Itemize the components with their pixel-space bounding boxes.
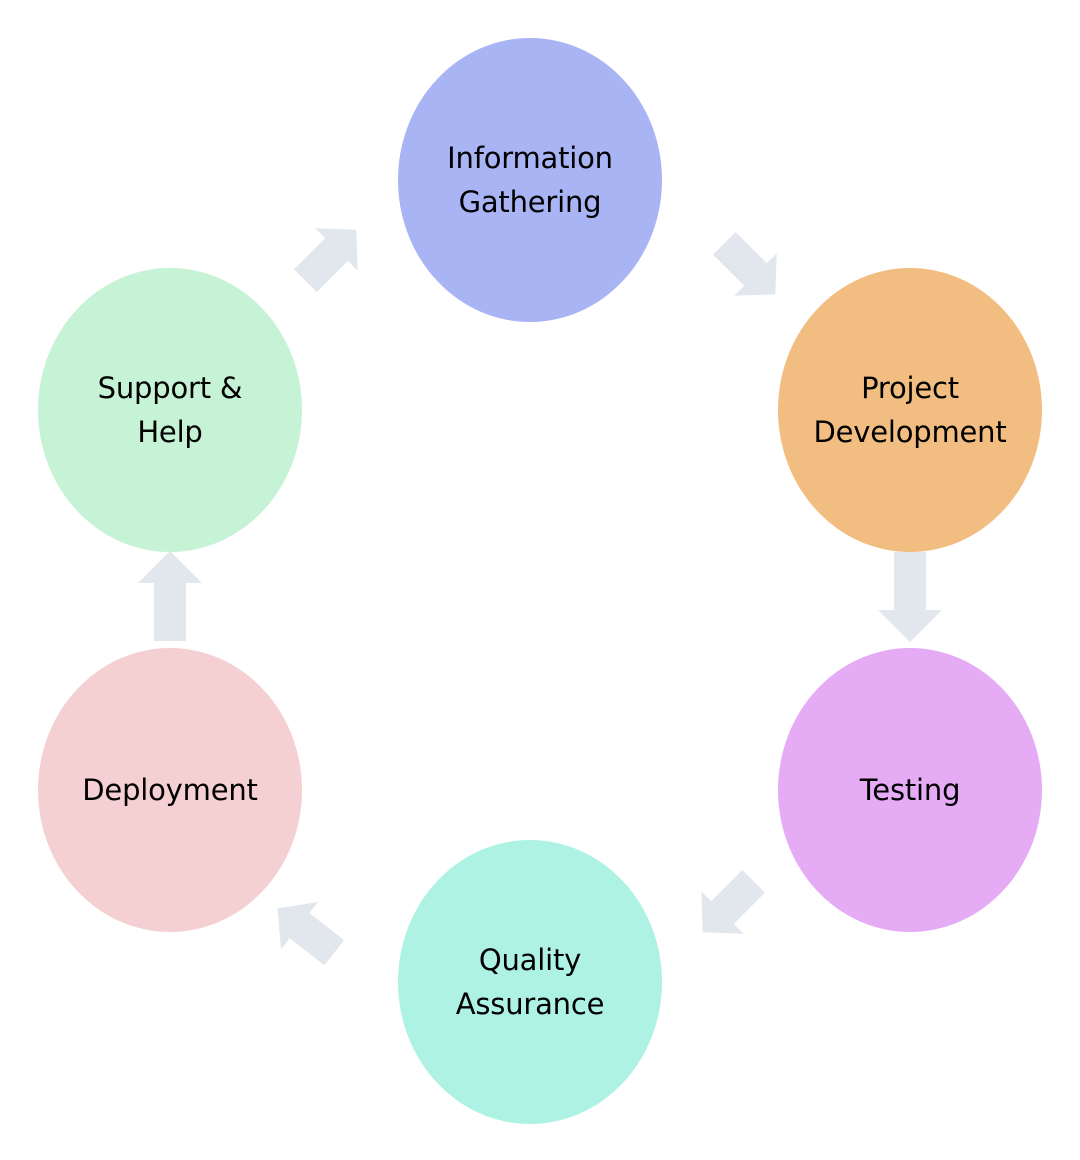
arrow-deployment-to-support — [138, 551, 202, 641]
stage-deployment: Deployment — [38, 648, 302, 932]
arrow-development-to-testing — [878, 552, 942, 642]
stage-label: Deployment — [82, 773, 258, 807]
arrow-shape — [701, 870, 765, 934]
stage-label: Support & Help — [97, 371, 243, 449]
arrow-testing-to-quality — [701, 870, 765, 934]
stage-project-development: Project Development — [778, 268, 1042, 552]
arrow-shape — [138, 551, 202, 641]
arrow-gathering-to-development — [713, 232, 777, 296]
stage-information-gathering: Information Gathering — [398, 38, 662, 322]
stage-testing: Testing — [778, 648, 1042, 932]
stage-label: Information Gathering — [447, 141, 613, 219]
arrow-shape — [277, 901, 345, 966]
arrow-support-to-gathering — [294, 228, 358, 292]
arrow-shape — [713, 232, 777, 296]
stage-label: Testing — [859, 773, 961, 807]
stage-label: Project Development — [813, 371, 1007, 449]
stage-quality-assurance: Quality Assurance — [398, 840, 662, 1124]
arrow-shape — [878, 552, 942, 642]
arrow-quality-to-deployment — [277, 901, 345, 966]
stage-support-help: Support & Help — [38, 268, 302, 552]
stage-label: Quality Assurance — [455, 943, 605, 1021]
arrow-shape — [294, 228, 358, 292]
